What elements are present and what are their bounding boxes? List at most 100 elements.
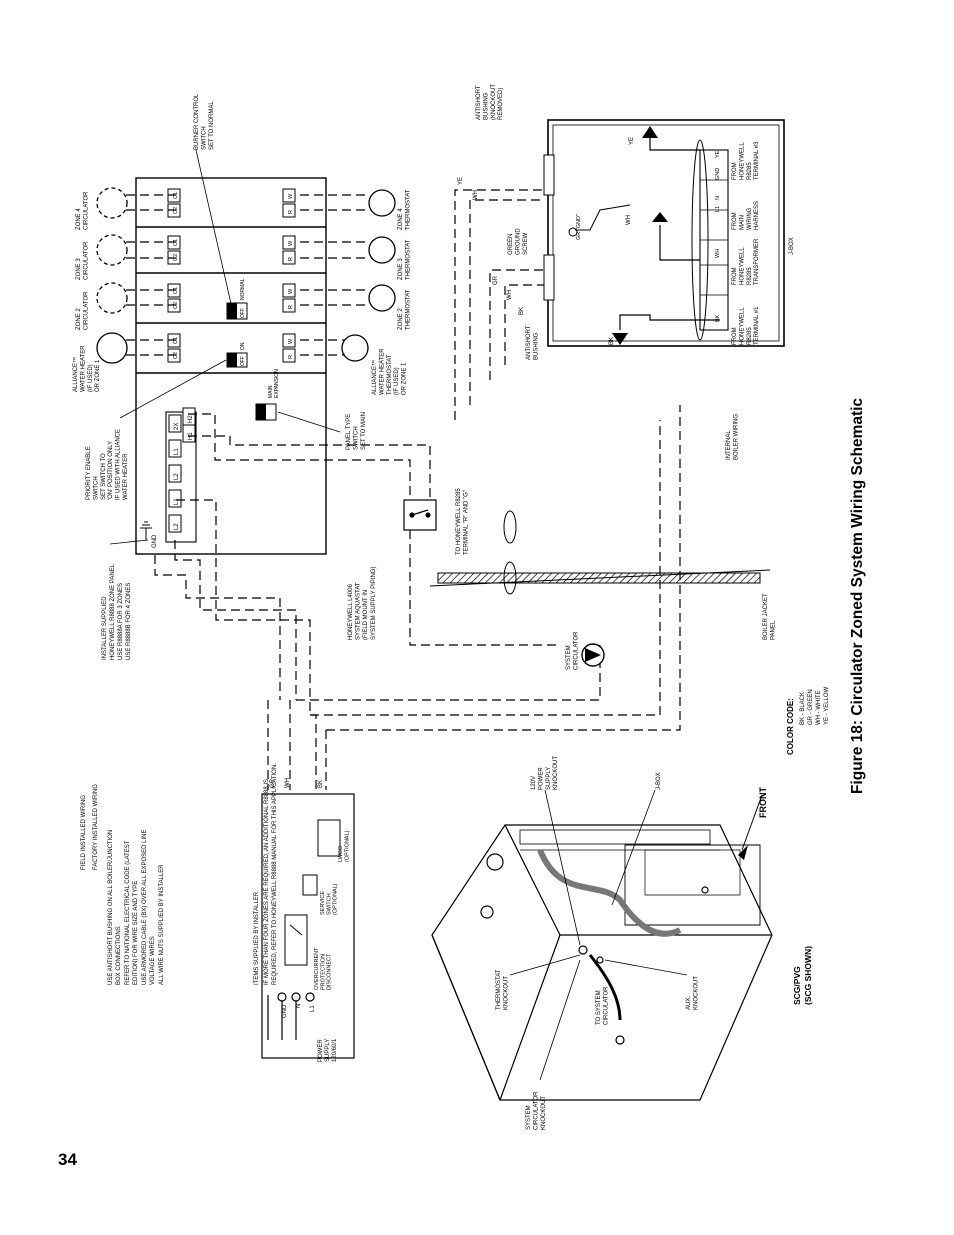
color-code-item: BK - BLACK — [800, 692, 806, 725]
power-knockout-label: 120VPOWERSUPPLYKNOCKOUT — [531, 756, 559, 790]
legend-field: FIELD INSTALLED WIRING — [81, 795, 87, 870]
jbox-label: J-BOX — [789, 237, 795, 255]
switch-off-label: OFF — [240, 308, 246, 318]
wire-label-gr: GR — [270, 778, 276, 788]
zone-terminal-label: W — [288, 338, 294, 344]
color-code-item: YE - YELLOW — [824, 686, 830, 725]
zone-terminal-label: R — [288, 355, 294, 359]
wire-label-wh: WH — [507, 290, 513, 300]
thermostat-symbol — [341, 334, 369, 362]
wire-label-gr: GR — [493, 275, 499, 285]
circulator-symbol — [96, 332, 128, 364]
panel-type-switch-label: PANEL TYPESWITCHSET TO MAIN — [346, 412, 367, 450]
thermostat-symbol — [368, 284, 396, 312]
terminal-label: L2 — [174, 473, 180, 480]
items-supplied-label: ITEMS SUPPLIED BY INSTALLER — [254, 891, 260, 985]
zone-terminal-label: W — [288, 193, 294, 199]
green-ground-label: GREENGROUNDSCREW — [508, 228, 529, 255]
expansion-label: EXPANSION — [274, 369, 280, 398]
color-code-title: COLOR CODE: — [786, 698, 795, 755]
jbox-terminal-label: N — [715, 196, 721, 200]
switch-off-label: OFF — [240, 356, 246, 366]
priority-switch: ON OFF — [226, 342, 248, 368]
jbox-terminal-label: WH — [715, 249, 721, 258]
jbox-terminal-label: L1 — [715, 206, 721, 212]
wire-label-wh: WH — [473, 190, 479, 200]
wire-label-wh: WH — [626, 215, 632, 225]
aquastat-device — [403, 499, 437, 531]
zone-3-circulator-label: ZONE 3CIRCULATOR — [76, 241, 89, 280]
color-code-item: GR - GREEN — [808, 689, 814, 725]
front-arrow — [738, 845, 748, 860]
panel-ground-symbol — [140, 521, 152, 540]
switch-normal-label: NORMAL — [240, 278, 246, 300]
wire-label-bk: BK — [609, 337, 615, 345]
wire-label-wh: WH — [285, 778, 291, 788]
system-circulator-knockout-label: SYSTEMCIRCULATORKNOCKOUT — [526, 1091, 547, 1130]
lwco-label: LWCO(OPTIONAL) — [338, 830, 350, 862]
thermostat-knockout-label: THERMOSTATKNOCKOUT — [496, 969, 509, 1010]
gr-gnd-label: GR "GND" — [576, 214, 582, 240]
zone-1-thermostat-label: ALLIANCE™WATER HEATERTHERMOSTAT(IF USED)… — [371, 348, 408, 395]
terminal-label: H2 — [188, 415, 194, 423]
terminal-l1: L1 — [310, 1005, 316, 1012]
zone-terminal — [282, 235, 296, 250]
zone-terminal — [282, 250, 296, 265]
terminal-label: L1 — [174, 498, 180, 505]
installer-items-block — [261, 793, 355, 1059]
terminal-label: L1 — [174, 448, 180, 455]
note-text: REFER TO NATIONAL ELECTRICAL CODE (LATES… — [125, 840, 139, 985]
jbox-terminal-label: GND — [715, 168, 721, 180]
switch-on-label: ON — [240, 342, 246, 350]
junction-box — [543, 119, 785, 347]
boiler-model-label: SCG/PVG(SCG SHOWN) — [792, 946, 813, 1005]
zone-terminal-label: R — [288, 305, 294, 309]
zone-circulators — [96, 187, 396, 364]
zone-terminal — [282, 188, 296, 203]
jbox-from-main-harness: FROMMAINWIRINGHARNESS — [732, 201, 760, 230]
page-number: 34 — [58, 1150, 77, 1169]
service-switch-label: SERVICESWITCH(OPTIONAL) — [320, 883, 339, 915]
zone-3-thermostat-label: ZONE 3THERMOSTAT — [398, 239, 411, 280]
jbox-from-terminal-1: FROMHONEYWELLR8285TERMINAL #1 — [732, 306, 760, 345]
zone-terminal-label: R — [288, 210, 294, 214]
boiler-jbox-label: J-BOX — [656, 772, 662, 790]
panel-type-switch: MAIN EXPANSION — [255, 369, 280, 421]
panel-leaders — [109, 149, 341, 545]
thermostat-symbol — [368, 189, 396, 217]
panel-gnd-label: GND — [152, 534, 158, 548]
zone-terminal-label: R — [288, 257, 294, 261]
priority-switch-label: PRIORITY ENABLESWITCHSET SWITCH TO'ON' P… — [86, 429, 129, 500]
jbox-from-transformer: FROMHONEYWELLR8285TRANSFORMER — [732, 238, 760, 285]
note-text: IF MORE THAN FOUR ZONES ARE REQUIRED, AN… — [264, 763, 278, 985]
zone-2-thermostat-label: ZONE 2THERMOSTAT — [398, 289, 411, 330]
zone-terminal — [282, 348, 296, 363]
wire-label-ye: YE — [629, 137, 635, 145]
zone-terminal — [282, 333, 296, 348]
boiler-illustration — [431, 824, 773, 1101]
zone-4-circulator-label: ZONE 4CIRCULATOR — [76, 191, 89, 230]
zone-4-thermostat-label: ZONE 4THERMOSTAT — [398, 189, 411, 230]
wire-label-bk: BK — [318, 780, 324, 788]
circulator-symbol — [96, 282, 128, 314]
system-circulator-symbol — [581, 643, 605, 667]
zone-terminal-label: W — [288, 240, 294, 246]
circulator-symbol — [96, 234, 128, 266]
burner-control-label: BURNER CONTROLSWITCHSET TO NORMAL — [194, 93, 215, 150]
boiler-leaders — [509, 789, 763, 1081]
zone-terminal-label: W — [288, 288, 294, 294]
zone-panel — [135, 177, 327, 555]
note-text: ALL WIRE NUTS SUPPLIED BY INSTALLER — [159, 864, 165, 985]
note-text: USE ANTISHORT BUSHING ON ALL BOILER/JUNC… — [108, 830, 122, 985]
overcurrent-label: OVERCURRENTPROTECTIONDISCONNECT — [314, 947, 333, 990]
power-terminals — [277, 992, 315, 1002]
aux-knockout-label: AUX.KNOCKOUT — [686, 976, 699, 1010]
